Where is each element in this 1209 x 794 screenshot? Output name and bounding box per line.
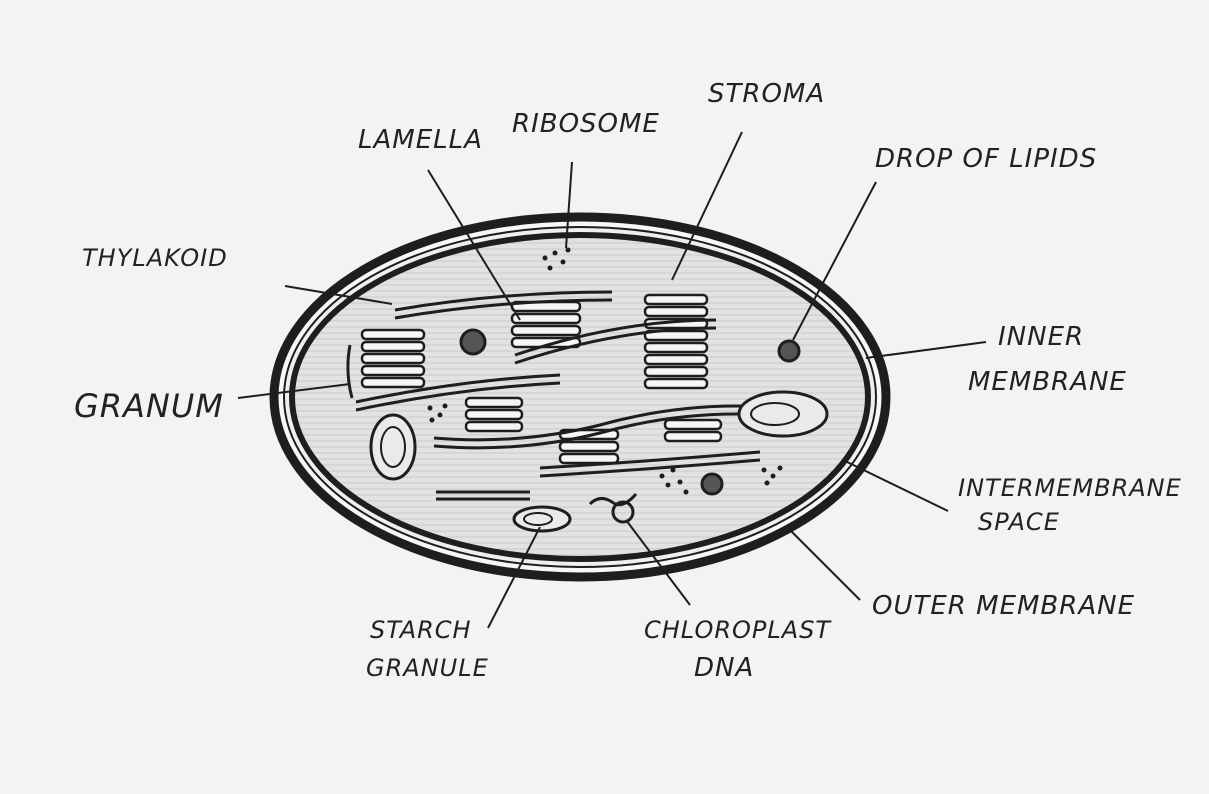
label-outer-membrane: OUTER MEMBRANE	[872, 591, 1135, 621]
leader-outer-membrane	[790, 530, 860, 600]
label-starch-line1: STARCH	[370, 616, 472, 644]
label-drop-of-lipids: DROP OF LIPIDS	[875, 144, 1097, 174]
label-intermembrane-line1: INTERMEMBRANE	[958, 474, 1182, 502]
leader-inner-membrane	[866, 342, 986, 358]
lipid-drop	[702, 474, 722, 494]
label-inner-membrane-line1: INNER	[998, 322, 1084, 352]
label-stroma: STROMA	[708, 79, 825, 109]
label-starch-line2: GRANULE	[366, 654, 489, 682]
label-lamella: LAMELLA	[358, 125, 483, 155]
label-granum: GRANUM	[74, 387, 224, 425]
lipid-drop	[779, 341, 799, 361]
label-ribosome: RIBOSOME	[512, 109, 660, 139]
label-intermembrane-line2: SPACE	[978, 508, 1060, 536]
label-dna-line1: CHLOROPLAST	[644, 616, 832, 644]
label-inner-membrane-line2: MEMBRANE	[968, 367, 1127, 397]
lipid-drop	[461, 330, 485, 354]
granum-stack-left	[362, 330, 424, 387]
granum-stack-middle	[466, 398, 522, 431]
leader-intermembrane-space	[843, 460, 948, 511]
label-thylakoid: THYLAKOID	[82, 244, 228, 272]
label-dna-line2: DNA	[694, 653, 754, 683]
